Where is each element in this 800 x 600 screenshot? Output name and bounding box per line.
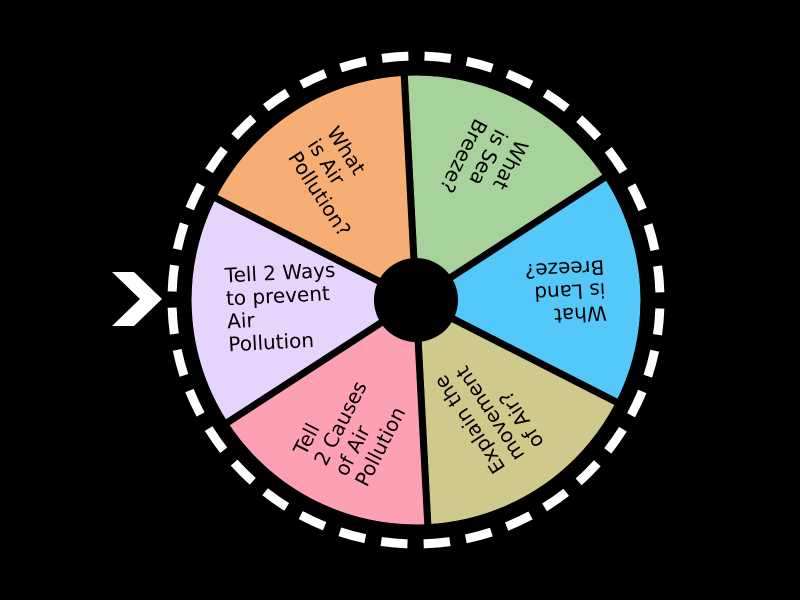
wheel-slice[interactable]: Tell2 Causesof AirPollution bbox=[221, 296, 432, 532]
wheel-slice[interactable]: Whatis SeaBreeze? bbox=[400, 68, 611, 304]
wheel-slices[interactable]: Whatis SeaBreeze?Whatis LandBreeze?Expla… bbox=[184, 68, 648, 532]
slice-label: Whatis SeaBreeze? bbox=[435, 115, 533, 218]
wheel-slice[interactable]: Tell 2 Waysto preventAirPollution bbox=[184, 192, 420, 428]
slice-label: Whatis LandBreeze? bbox=[524, 255, 607, 329]
chevron-right-icon bbox=[112, 272, 162, 326]
slice-label: Tell 2 Waysto preventAirPollution bbox=[223, 258, 339, 357]
wheel-hub[interactable] bbox=[374, 258, 458, 342]
